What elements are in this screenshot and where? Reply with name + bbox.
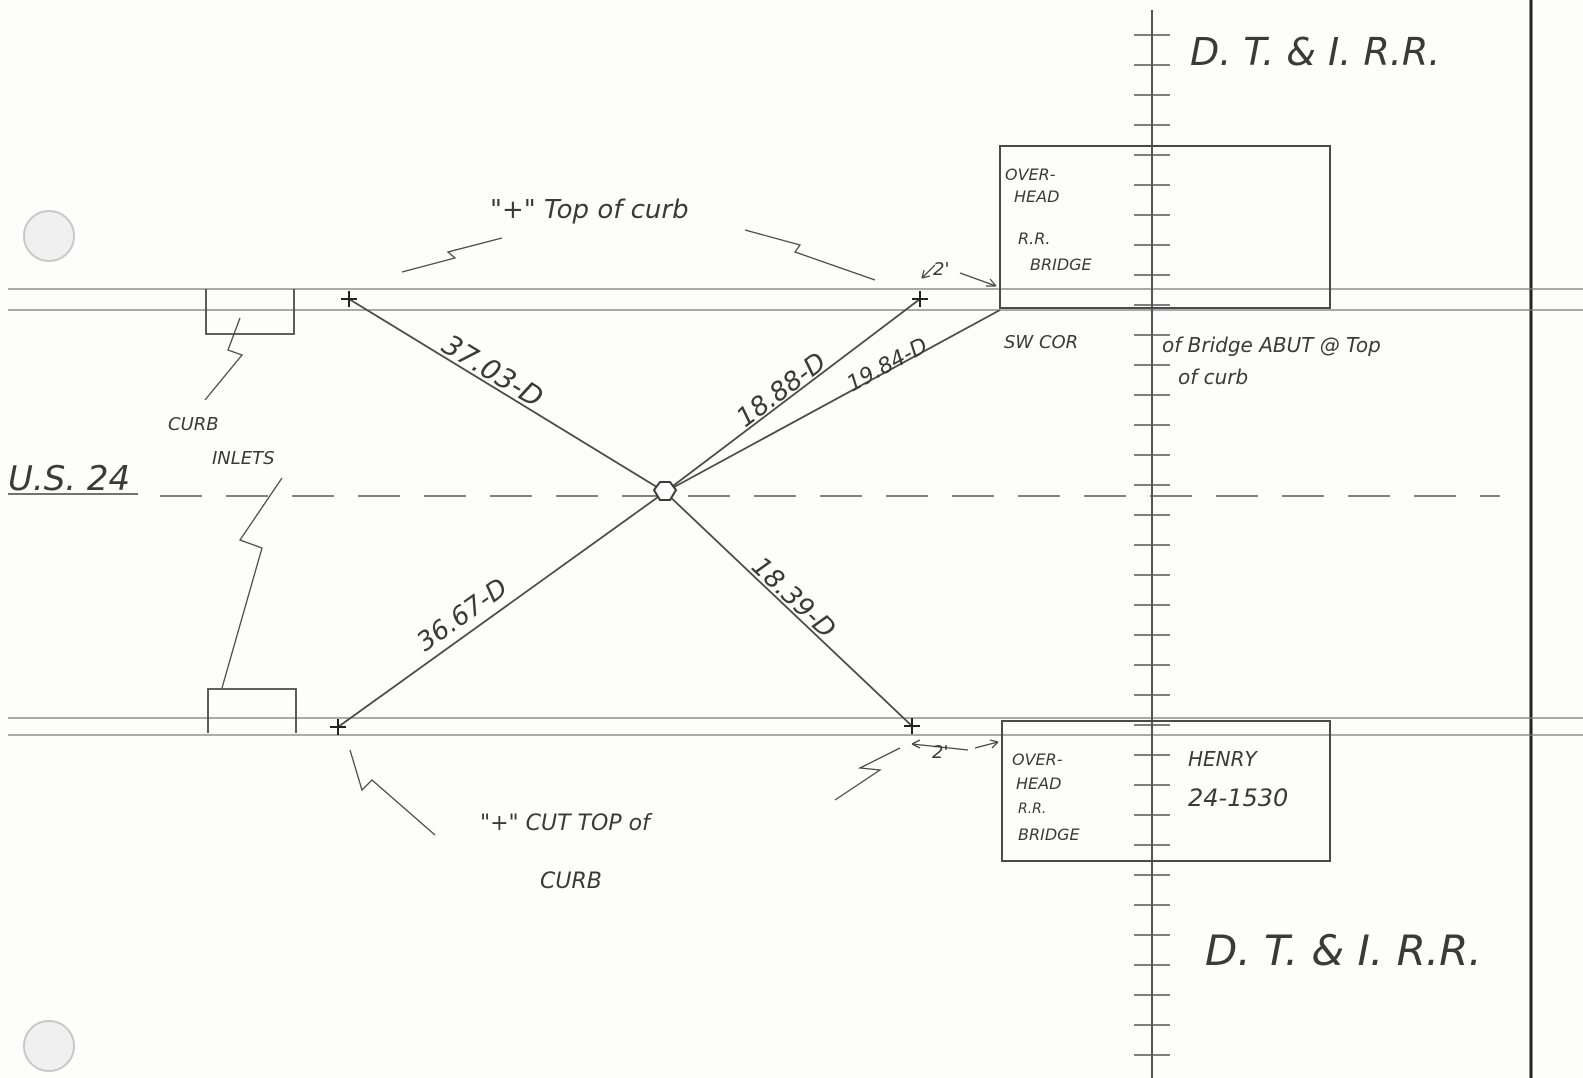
binder-hole-top [23, 210, 75, 262]
curb-inlets-label-1: CURB [168, 414, 219, 435]
tie-line-ne [664, 298, 921, 493]
distance-label-se: 18.39-D [745, 551, 841, 644]
lower-bridge-line-2: HEAD [1016, 774, 1061, 793]
north-curb-lines [8, 288, 1583, 311]
offset-arrow-top-right [959, 272, 997, 287]
curb-inlet-south [207, 688, 297, 733]
upper-bridge-line-2: HEAD [1014, 187, 1059, 206]
binder-hole-bottom [23, 1020, 75, 1072]
note-curb: CURB [540, 869, 602, 894]
upper-bridge-line-1: OVER- [1005, 165, 1056, 184]
upper-bridge-line-4: BRIDGE [1030, 255, 1093, 274]
leader-top-left [401, 237, 503, 273]
tie-line-bridge [664, 309, 1001, 493]
offset-arrow-top-left [921, 264, 936, 279]
offset-label-bottom: 2' [932, 742, 948, 763]
note-top-of-curb: "+" Top of curb [490, 195, 689, 225]
leader-bottom-left [349, 749, 436, 836]
note-cut-top-of-curb: "+" CUT TOP of [480, 811, 653, 836]
leader-inlet-south [221, 477, 283, 689]
leader-top-right [744, 229, 876, 281]
tie-line-sw [337, 491, 666, 728]
structure-number: 24-1530 [1188, 784, 1288, 812]
cross-mark-nw-icon [341, 291, 357, 307]
curb-inlets-label-2: INLETS [212, 448, 275, 469]
offset-label-top: 2' [933, 259, 949, 280]
distance-label-nw: 37.03-D [436, 328, 549, 414]
sw-corner-label-3: of curb [1178, 365, 1248, 389]
railroad-label-top: D. T. & I. R.R. [1190, 30, 1440, 74]
cross-mark-sw-icon [330, 719, 346, 735]
center-monument-icon [652, 481, 678, 501]
sw-corner-label-2: of Bridge ABUT @ Top [1162, 333, 1381, 357]
railroad-label-bottom: D. T. & I. R.R. [1205, 926, 1482, 975]
curb-cross-marks [330, 291, 928, 735]
offset-arrow-bottom [911, 743, 969, 751]
curb-inlet-north [205, 289, 295, 335]
leader-bottom-right [834, 747, 901, 801]
offset-arrow-bottom-right [974, 741, 999, 749]
tie-lines [337, 298, 1001, 728]
cross-mark-se-icon [904, 718, 920, 734]
lower-bridge-line-4: BRIDGE [1018, 825, 1081, 844]
distance-label-bridge: 19.84-D [843, 333, 932, 397]
tie-line-se [664, 491, 913, 727]
cross-mark-ne-icon [912, 291, 928, 307]
county-label: HENRY [1188, 747, 1259, 771]
leader-inlet-north [204, 317, 244, 401]
sw-corner-label-1: SW COR [1004, 332, 1078, 353]
lower-bridge-line-1: OVER- [1012, 750, 1063, 769]
south-curb-lines [8, 717, 1583, 736]
upper-bridge-line-3: R.R. [1018, 229, 1050, 248]
lower-bridge-line-3: R.R. [1018, 801, 1046, 817]
distance-label-sw: 36.67-D [412, 573, 514, 658]
road-label: U.S. 24 [8, 459, 130, 499]
railroad-track [1134, 10, 1170, 1078]
upper-bridge-box [999, 145, 1331, 309]
lower-bridge-box [1001, 720, 1331, 862]
leader-lines [204, 229, 999, 836]
tie-line-nw [348, 298, 666, 493]
distance-label-ne: 18.88-D [731, 347, 832, 433]
